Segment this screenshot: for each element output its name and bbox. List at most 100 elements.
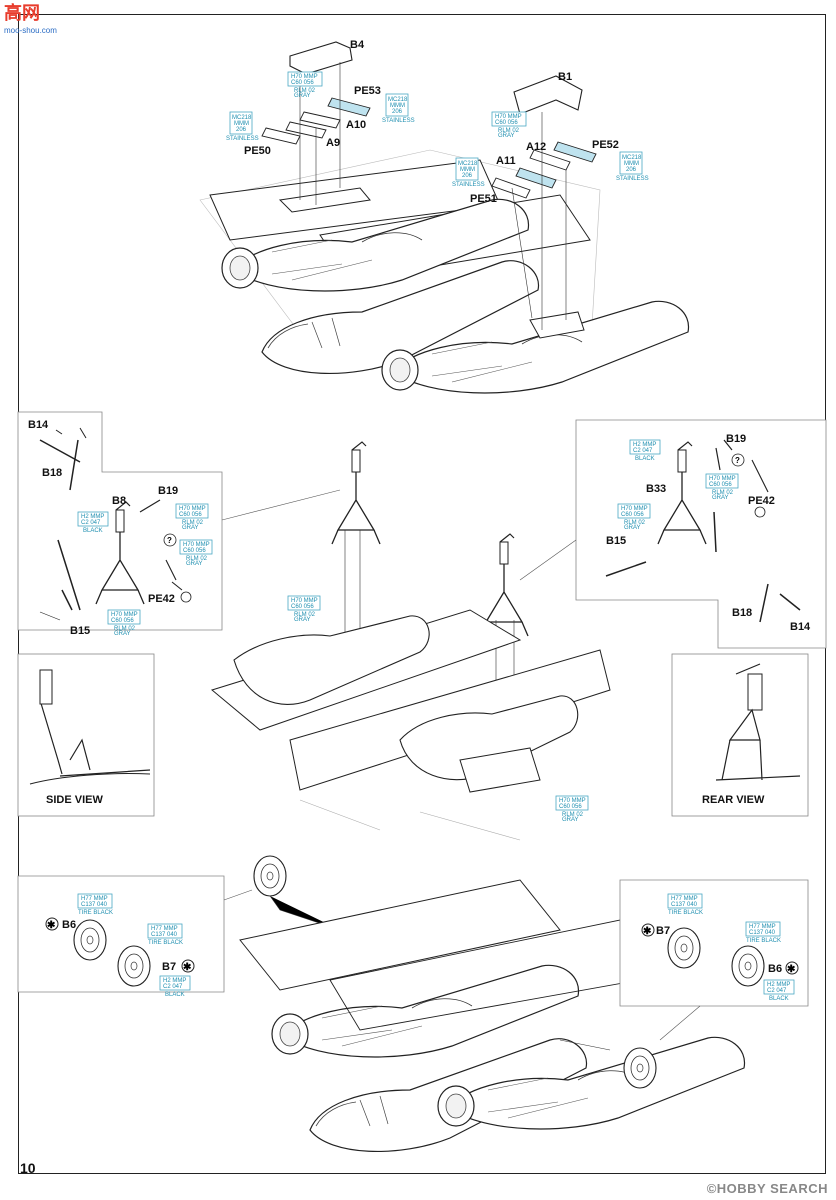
detail-box-left: ? xyxy=(17,411,341,631)
svg-text:B19: B19 xyxy=(158,485,178,497)
svg-text:PE42: PE42 xyxy=(148,593,175,605)
svg-text:C2 047: C2 047 xyxy=(633,448,653,454)
svg-text:STAINLESS: STAINLESS xyxy=(616,176,649,182)
svg-text:?: ? xyxy=(735,456,740,465)
part-labels-bottom: B6 B7 B7 B6 xyxy=(62,919,782,975)
svg-text:H2 MMP: H2 MMP xyxy=(767,982,790,988)
svg-text:H77 MMP: H77 MMP xyxy=(151,926,178,932)
svg-text:C60 056: C60 056 xyxy=(709,482,732,488)
svg-text:TIRE BLACK: TIRE BLACK xyxy=(668,910,703,916)
svg-text:C2 047: C2 047 xyxy=(163,984,183,990)
svg-text:C60 056: C60 056 xyxy=(111,618,134,624)
part-labels-top: B4 B1 PE53 A10 A9 PE50 A12 PE52 A11 PE51 xyxy=(244,39,619,205)
svg-text:MC218: MC218 xyxy=(622,155,642,161)
svg-text:STAINLESS: STAINLESS xyxy=(452,182,485,188)
svg-text:206: 206 xyxy=(236,127,247,133)
svg-text:TIRE BLACK: TIRE BLACK xyxy=(746,938,781,944)
svg-text:PE42: PE42 xyxy=(748,495,775,507)
svg-text:H77 MMP: H77 MMP xyxy=(671,896,698,902)
svg-text:✱: ✱ xyxy=(183,962,192,973)
part-label: A10 xyxy=(346,119,366,131)
svg-text:BLACK: BLACK xyxy=(165,992,185,998)
svg-text:C60 056: C60 056 xyxy=(291,80,314,86)
svg-text:MC218: MC218 xyxy=(232,115,252,121)
svg-text:RLM 02: RLM 02 xyxy=(498,128,520,134)
svg-text:206: 206 xyxy=(626,167,637,173)
svg-text:RLM 02: RLM 02 xyxy=(186,556,208,562)
svg-text:✱: ✱ xyxy=(787,964,796,975)
svg-text:H70 MMP: H70 MMP xyxy=(111,612,138,618)
svg-text:MC218: MC218 xyxy=(388,97,408,103)
svg-text:MMM: MMM xyxy=(624,161,639,167)
svg-text:H70 MMP: H70 MMP xyxy=(559,798,586,804)
watermark-bottom: ©HOBBY SEARCH xyxy=(706,1181,828,1196)
svg-text:C60 056: C60 056 xyxy=(621,512,644,518)
svg-text:206: 206 xyxy=(392,109,403,115)
part-label: B4 xyxy=(350,39,365,51)
svg-text:GRAY: GRAY xyxy=(294,93,311,99)
svg-text:GRAY: GRAY xyxy=(712,495,729,501)
svg-text:B7: B7 xyxy=(162,961,176,973)
svg-text:B18: B18 xyxy=(42,467,62,479)
svg-text:MMM: MMM xyxy=(234,121,249,127)
wheel-detail-left: ✱ ✱ xyxy=(17,875,253,993)
top-aircraft-illustration xyxy=(199,41,690,394)
svg-text:✱: ✱ xyxy=(47,920,56,931)
svg-text:B18: B18 xyxy=(732,607,752,619)
svg-text:B6: B6 xyxy=(62,919,76,931)
page-number: 10 xyxy=(20,1160,36,1176)
svg-text:RLM 02: RLM 02 xyxy=(624,520,646,526)
svg-text:C2 047: C2 047 xyxy=(81,520,101,526)
rear-view-title: REAR VIEW xyxy=(702,794,765,806)
svg-text:GRAY: GRAY xyxy=(186,561,203,567)
svg-text:GRAY: GRAY xyxy=(182,525,199,531)
svg-text:STAINLESS: STAINLESS xyxy=(382,118,415,124)
svg-text:C137 040: C137 040 xyxy=(151,932,178,938)
svg-text:GRAY: GRAY xyxy=(294,617,311,623)
part-label: PE53 xyxy=(354,85,381,97)
detail-box-right: ? xyxy=(519,419,827,649)
part-label: PE51 xyxy=(470,193,497,205)
svg-text:B7: B7 xyxy=(656,925,670,937)
svg-text:GRAY: GRAY xyxy=(498,133,515,139)
svg-text:RLM 02: RLM 02 xyxy=(182,520,204,526)
svg-text:TIRE BLACK: TIRE BLACK xyxy=(78,910,113,916)
svg-text:H70 MMP: H70 MMP xyxy=(495,114,522,120)
part-labels-right: B19 B33 PE42 B15 B18 B14 xyxy=(606,433,811,633)
svg-text:B33: B33 xyxy=(646,483,666,495)
svg-text:C137 040: C137 040 xyxy=(671,902,698,908)
wheel-detail-right: ✱ ✱ xyxy=(619,879,809,1041)
svg-text:GRAY: GRAY xyxy=(562,817,579,823)
middle-aircraft-illustration xyxy=(210,441,611,841)
rear-view-box xyxy=(671,653,809,817)
svg-text:TIRE BLACK: TIRE BLACK xyxy=(148,940,183,946)
svg-text:H77 MMP: H77 MMP xyxy=(81,896,108,902)
part-label: B1 xyxy=(558,71,572,83)
svg-text:C137 040: C137 040 xyxy=(749,930,776,936)
svg-text:C60 056: C60 056 xyxy=(559,804,582,810)
svg-text:206: 206 xyxy=(462,173,473,179)
svg-text:C137 040: C137 040 xyxy=(81,902,108,908)
svg-text:✱: ✱ xyxy=(643,926,652,937)
svg-text:RLM 02: RLM 02 xyxy=(294,88,316,94)
svg-text:BLACK: BLACK xyxy=(83,528,103,534)
part-label: A11 xyxy=(496,155,516,167)
svg-text:B6: B6 xyxy=(768,963,782,975)
svg-text:H70 MMP: H70 MMP xyxy=(291,598,318,604)
side-view-title: SIDE VIEW xyxy=(46,794,103,806)
svg-text:H77 MMP: H77 MMP xyxy=(749,924,776,930)
